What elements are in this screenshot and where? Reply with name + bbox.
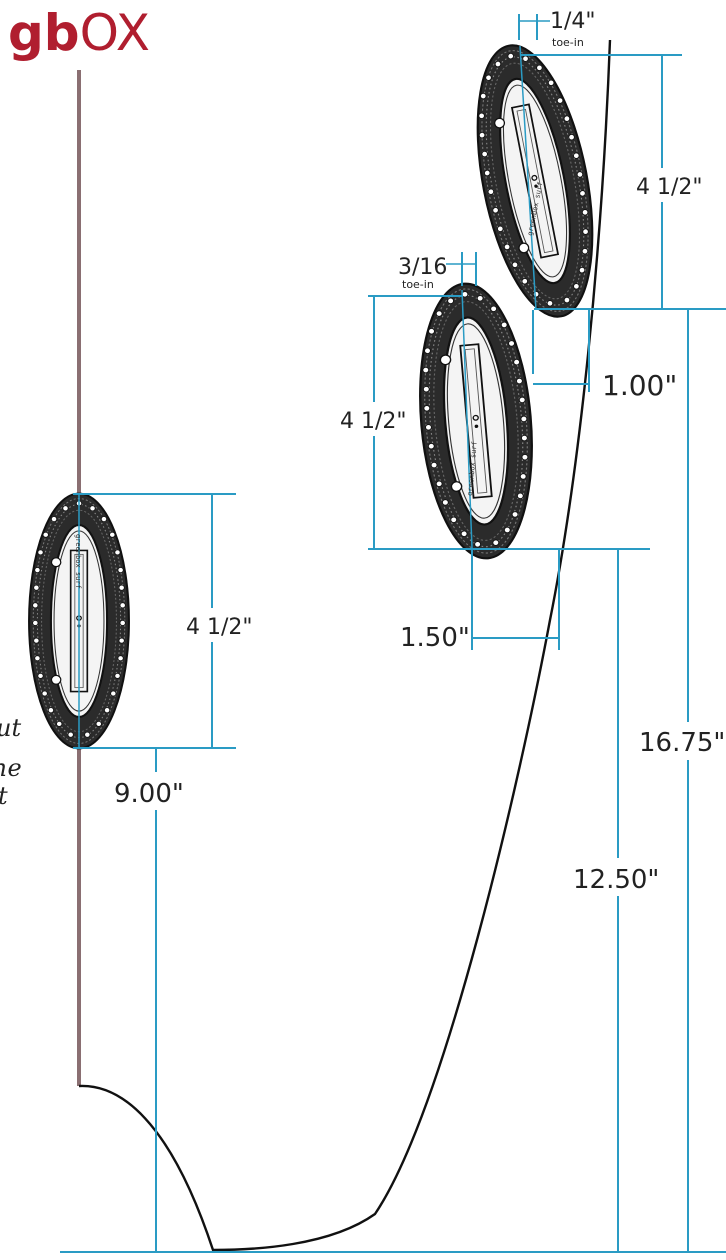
rear-fin-distance-label: 12.50" [573, 865, 659, 895]
side-text-line-3: t [0, 782, 8, 810]
rear-fin-toe-value: 3/16 [398, 255, 447, 280]
side-text-line-1: ut [0, 714, 21, 742]
front-fin-height-label: 4 1/2" [636, 175, 703, 200]
center-fin-brand: greenbox surf [74, 534, 82, 589]
front-fin-distance-label: 16.75" [639, 728, 725, 758]
center-fin-height-label: 4 1/2" [186, 615, 253, 640]
rear-fin-axis [461, 289, 473, 549]
rear-fin-plate [408, 277, 544, 565]
front-fin-offset-label: 1.00" [602, 369, 677, 402]
front-fin-toe-value: 1/4" [550, 9, 596, 34]
logo: gbOX [8, 4, 150, 62]
front-fin-axis [519, 45, 537, 311]
front-fin-toe-label: toe-in [552, 36, 584, 49]
side-text-line-2: he [0, 754, 22, 782]
rear-fin-offset-label: 1.50" [400, 623, 470, 653]
rear-fin-toe-label: toe-in [402, 278, 434, 291]
center-fin-distance-label: 9.00" [114, 779, 184, 809]
rear-fin-height-label: 4 1/2" [340, 409, 407, 434]
